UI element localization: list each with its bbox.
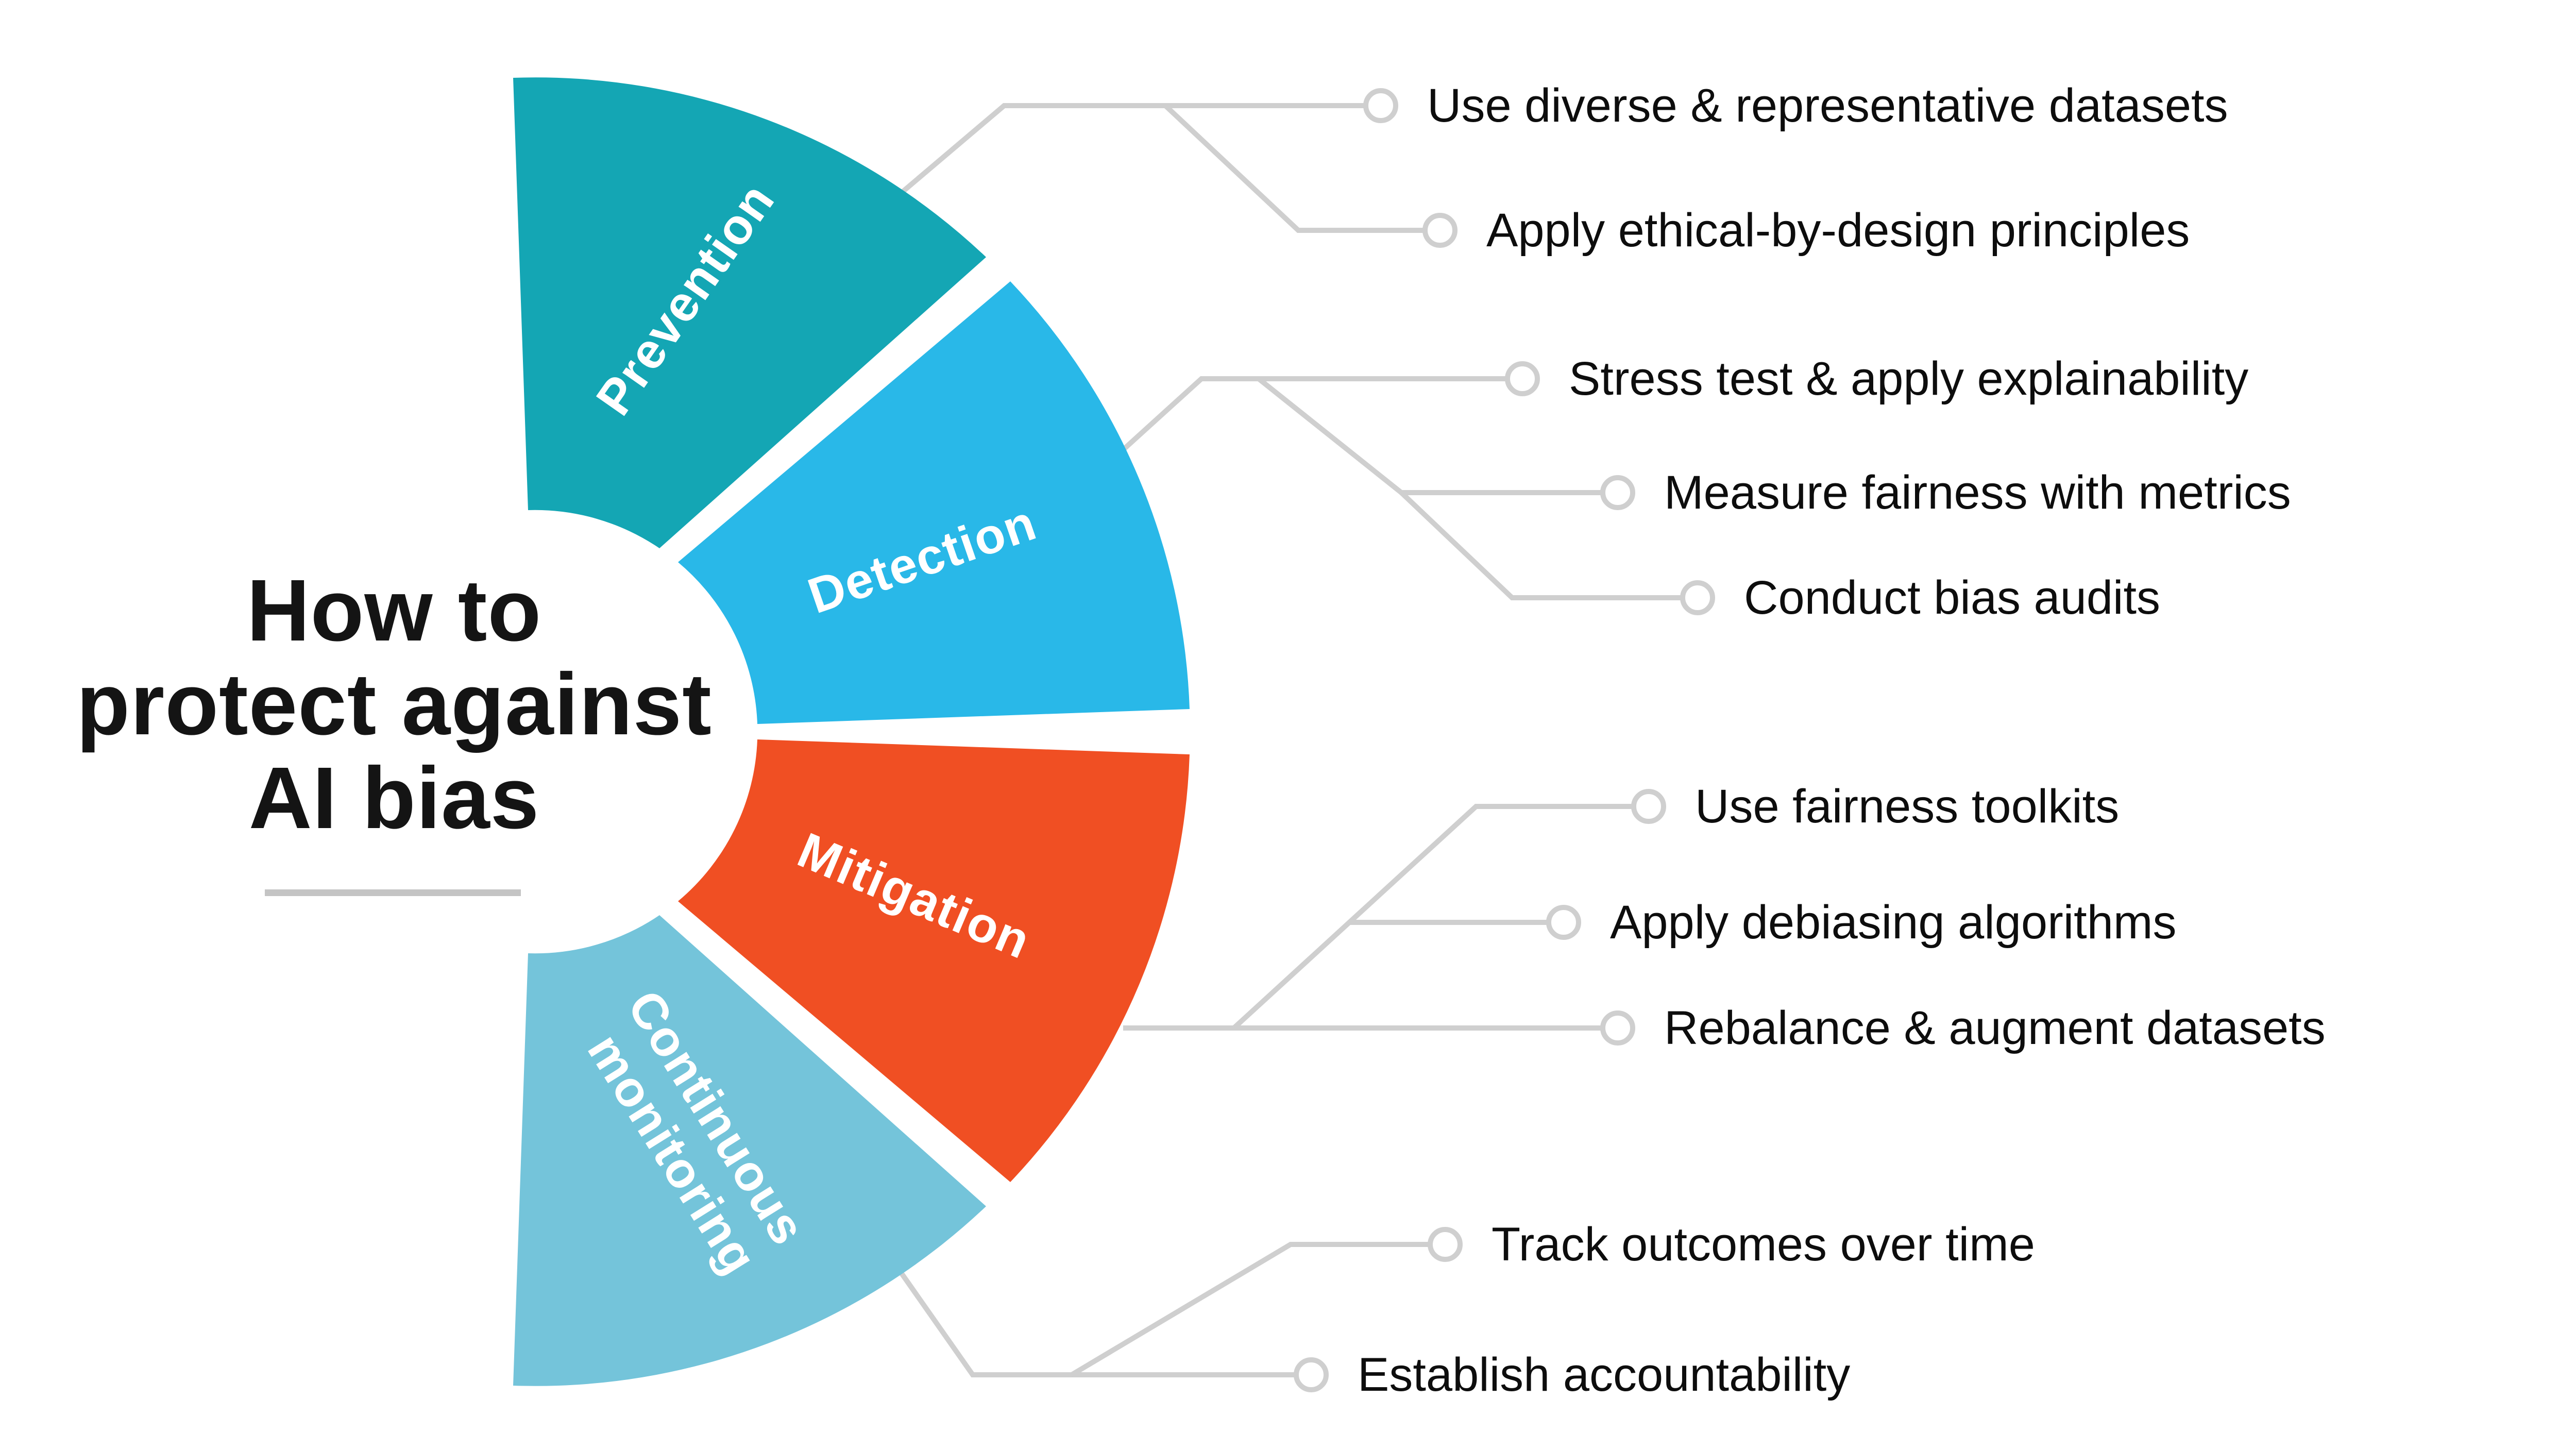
bullet-item-mitigation-3: Rebalance & augment datasets	[1664, 1002, 2326, 1054]
bullet-nodes	[1294, 88, 1715, 1392]
bullet-item-detection-1: Stress test & apply explainability	[1569, 352, 2248, 405]
connector-line-monitoring-2	[1070, 1242, 1430, 1377]
bullet-node-icon	[1363, 88, 1398, 123]
page-title-line-2: protect against	[76, 655, 712, 753]
bullet-item-mitigation-2: Apply debiasing algorithms	[1610, 896, 2177, 949]
connector-lines	[853, 103, 1683, 1377]
connector-line-prevention-1	[853, 103, 1366, 234]
bullet-item-prevention-1: Use diverse & representative datasets	[1427, 79, 2228, 132]
bullet-item-detection-2: Measure fairness with metrics	[1664, 466, 2291, 519]
page-title-line-3: AI bias	[249, 749, 539, 847]
bullet-item-monitoring-1: Track outcomes over time	[1492, 1218, 2035, 1271]
connector-line-monitoring-1	[873, 1235, 1296, 1377]
bullet-items: Use diverse & representative datasets Ap…	[1358, 79, 2326, 1401]
wheel: Prevention Detection Mitigation Continuo…	[513, 77, 1190, 1386]
bullet-item-mitigation-1: Use fairness toolkits	[1695, 780, 2119, 833]
segment-mitigation-shape	[678, 739, 1190, 1182]
bullet-node-icon	[1680, 580, 1715, 615]
connector-line-detection-3	[1399, 491, 1683, 600]
bullet-item-detection-3: Conduct bias audits	[1744, 571, 2160, 624]
bullet-node-icon	[1428, 1227, 1463, 1262]
bullet-node-icon	[1294, 1357, 1329, 1392]
bullet-node-icon	[1600, 475, 1635, 510]
connector-line-detection-1	[1106, 376, 1507, 466]
bullet-node-icon	[1600, 1010, 1635, 1046]
page-title-line-1: How to	[247, 562, 542, 660]
bullet-node-icon	[1505, 361, 1540, 396]
bullet-item-monitoring-2: Establish accountability	[1358, 1349, 1850, 1401]
segment-detection-shape	[678, 281, 1190, 724]
segment-prevention-shape	[513, 77, 986, 549]
segment-continuous-monitoring-shape	[513, 915, 986, 1386]
bullet-item-prevention-2: Apply ethical-by-design principles	[1486, 204, 2190, 257]
title-underline	[265, 889, 521, 896]
connector-line-prevention-2	[1163, 104, 1425, 233]
bullet-node-icon	[1546, 905, 1581, 940]
bullet-node-icon	[1422, 213, 1458, 248]
bullet-node-icon	[1631, 789, 1666, 824]
page-title: How to protect against AI bias	[76, 562, 712, 896]
connector-line-mitigation-2	[1232, 804, 1634, 1030]
connector-line-detection-2	[1257, 377, 1603, 495]
